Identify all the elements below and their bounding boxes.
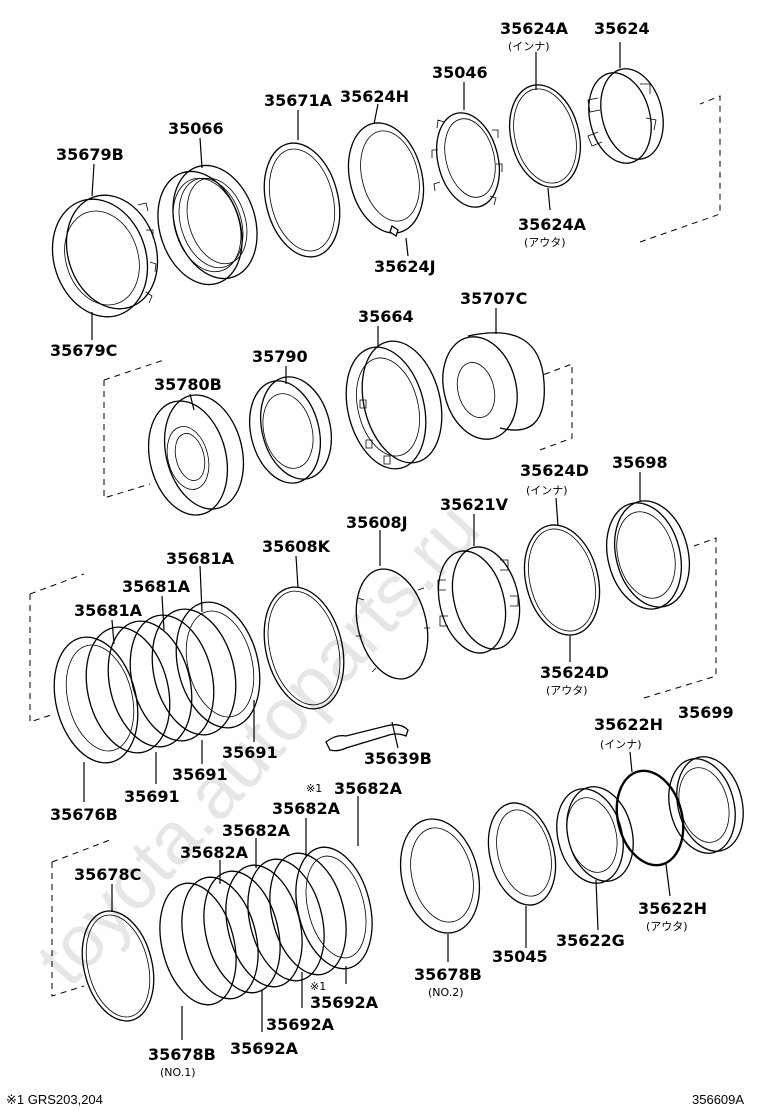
part-35664 <box>345 340 443 470</box>
label-35676B: 35676B <box>50 805 118 824</box>
label-35691-2: 35691 <box>172 765 228 784</box>
label-35624J: 35624J <box>374 257 436 276</box>
label-35682A-3: 35682A <box>222 821 291 840</box>
label-35699: 35699 <box>678 703 734 722</box>
label-35622H-outer-sub: (アウタ) <box>646 920 688 933</box>
label-35679B: 35679B <box>56 145 124 164</box>
part-35045 <box>487 802 557 906</box>
part-35790 <box>249 376 332 484</box>
label-35046: 35046 <box>432 63 488 82</box>
part-labels: 35624A (インナ) 35624 35046 35624H 35671A 3… <box>50 19 734 1079</box>
label-35790: 35790 <box>252 347 308 366</box>
label-35679C: 35679C <box>50 341 117 360</box>
part-35608J <box>355 568 430 680</box>
part-35678B-no2 <box>399 818 481 934</box>
label-35624: 35624 <box>594 19 650 38</box>
part-35624H <box>347 122 425 238</box>
label-35624A-inner-sub: (インナ) <box>508 40 550 53</box>
label-35624A-outer: 35624A <box>518 215 587 234</box>
label-35681A-3: 35681A <box>74 601 143 620</box>
label-35692A-mark: ※1 <box>310 980 326 993</box>
label-35691-1: 35691 <box>222 743 278 762</box>
part-35639B <box>325 724 409 752</box>
label-35664: 35664 <box>358 307 414 326</box>
label-35682A-2: 35682A <box>272 799 341 818</box>
label-35624A-inner: 35624A <box>500 19 569 38</box>
part-35066 <box>157 164 258 286</box>
label-35698: 35698 <box>612 453 668 472</box>
label-35681A-1: 35681A <box>166 549 235 568</box>
label-35622G: 35622G <box>556 931 625 950</box>
part-35624D <box>523 524 601 636</box>
label-35682A-top-mark: ※1 <box>306 782 322 795</box>
label-35678B-no2-sub: (NO.2) <box>428 986 464 999</box>
label-35678B-no2: 35678B <box>414 965 482 984</box>
part-35624 <box>587 68 664 164</box>
label-35692A-1: 35692A <box>310 993 379 1012</box>
label-35622H-inner-sub: (インナ) <box>600 738 642 751</box>
part-35671A <box>263 142 341 258</box>
label-35624H: 35624H <box>340 87 409 106</box>
part-35608K <box>263 586 345 710</box>
label-35678B-no1: 35678B <box>148 1045 216 1064</box>
label-35624A-outer-sub: (アウタ) <box>524 236 566 249</box>
clutch-pack-35681A-35691 <box>85 601 261 754</box>
label-35678C: 35678C <box>74 865 141 884</box>
label-35692A-2: 35692A <box>266 1015 335 1034</box>
label-35671A: 35671A <box>264 91 333 110</box>
label-35678B-no1-sub: (NO.1) <box>160 1066 196 1079</box>
label-35066: 35066 <box>168 119 224 138</box>
part-35679B <box>51 194 159 318</box>
label-35707C: 35707C <box>460 289 527 308</box>
bracket-row4 <box>51 839 111 997</box>
label-35608J: 35608J <box>346 513 408 532</box>
bracket-row3 <box>29 537 717 723</box>
label-35639B: 35639B <box>364 749 432 768</box>
part-35622H <box>615 769 685 867</box>
label-35608K: 35608K <box>262 537 331 556</box>
label-35045: 35045 <box>492 947 548 966</box>
bracket-row1 <box>639 95 721 243</box>
clutch-pack-35682A-35692A <box>159 846 373 1006</box>
part-35676B <box>53 636 139 764</box>
part-35780B <box>147 394 245 516</box>
label-35682A-4: 35682A <box>180 843 249 862</box>
label-35624D-outer: 35624D <box>540 663 609 682</box>
label-35692A-3: 35692A <box>230 1039 299 1058</box>
part-35698 <box>606 500 690 610</box>
part-35046 <box>431 112 503 208</box>
label-35624D-inner: 35624D <box>520 461 589 480</box>
label-35622H-inner: 35622H <box>594 715 663 734</box>
label-35780B: 35780B <box>154 375 222 394</box>
part-35622G <box>556 786 634 884</box>
label-35622H-outer: 35622H <box>638 899 707 918</box>
leader-lines <box>83 42 671 1040</box>
part-35621V <box>437 546 521 654</box>
label-35691-3: 35691 <box>124 787 180 806</box>
bracket-row2 <box>103 359 573 499</box>
part-35624A <box>509 84 581 188</box>
footnote: ※1 GRS203,204 <box>6 1092 103 1107</box>
part-35678C <box>81 910 155 1022</box>
label-35681A-2: 35681A <box>122 577 191 596</box>
diagram-code: 356609A <box>692 1092 744 1107</box>
label-35682A-top: 35682A <box>334 779 403 798</box>
part-35699 <box>668 756 744 854</box>
label-35624D-inner-sub: (インナ) <box>526 484 568 497</box>
part-35707C <box>442 332 545 440</box>
label-35624D-outer-sub: (アウタ) <box>546 684 588 697</box>
label-35621V: 35621V <box>440 495 509 514</box>
